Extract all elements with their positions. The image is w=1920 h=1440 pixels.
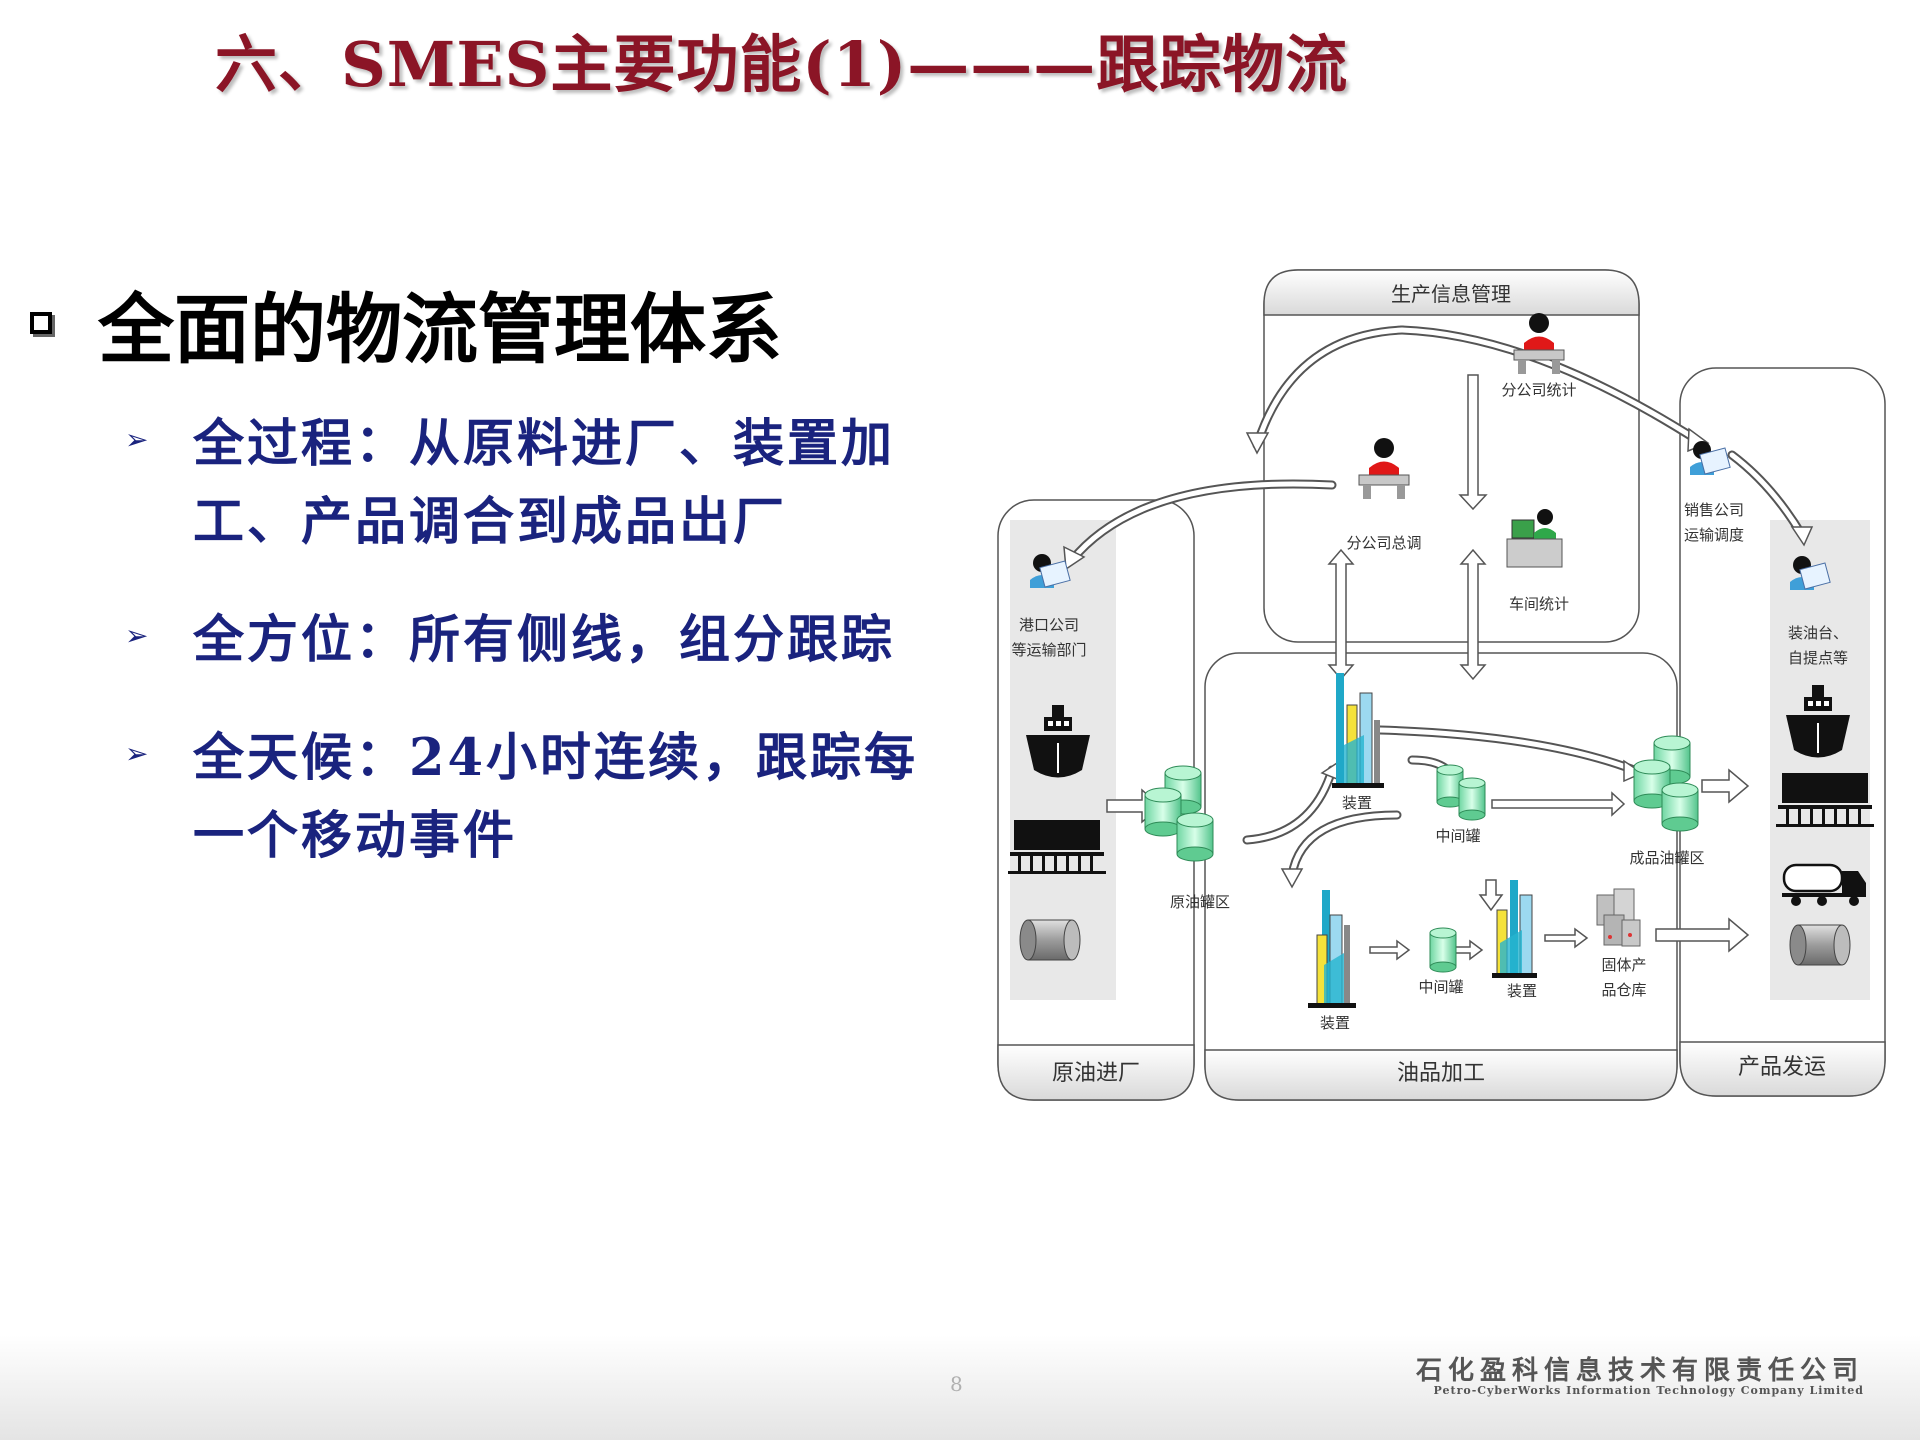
company-name-en: Petro-CyberWorks Information Technology … [1433,1384,1864,1397]
product-shipping-panel: 产品发运 [1679,367,1886,1097]
company-name-cn: 石化盈科信息技术有限责任公司 [1415,1356,1864,1386]
unit-top-label: 装置 [1342,794,1372,812]
arrow-bullet-icon: ➢ [125,423,149,456]
tanker-truck-icon [1782,863,1866,906]
arrowheads [1063,427,1814,889]
intermediate-tank-1-label: 中间罐 [1435,827,1480,845]
train-out-icon [1776,773,1874,827]
crude-in-label: 原油进厂 [1052,1061,1140,1086]
workshop-stats-person-icon [1506,509,1563,568]
slide-title: 六、SMES主要功能(1)———跟踪物流 [215,28,1349,101]
unit-bottom-mid-label: 装置 [1507,982,1537,1000]
oil-processing-label: 油品加工 [1397,1061,1485,1086]
port-label-1: 港口公司 [1019,616,1079,634]
loading-label-1: 装油台、 [1788,624,1848,642]
sub-bullet-item: ➢ 全方位：所有侧线，组分跟踪 [125,601,965,679]
intermediate-tank-2-label: 中间罐 [1418,978,1463,996]
port-person-icon [1030,554,1071,588]
unit-top-icon [1332,673,1384,788]
pipeline-out-icon [1789,924,1851,966]
sales-transport-label-1: 销售公司 [1684,501,1744,519]
finished-tank-area-icon [1633,735,1699,832]
logistics-diagram: 生产信息管理 原油进厂 油品加工 产品发运 [997,269,1886,1101]
crude-tank-area-label: 原油罐区 [1170,893,1230,911]
footer-bar [0,1335,1920,1440]
sub-bullet-list: ➢ 全过程：从原料进厂、装置加工、产品调合到成品出厂 ➢ 全方位：所有侧线，组分… [125,405,965,915]
crude-tank-area-icon [1144,765,1214,862]
pipeline-icon [1019,919,1081,961]
main-bullet-text: 全面的物流管理体系 [98,285,782,374]
branch-stats-label: 分公司统计 [1501,381,1576,399]
intermediate-tank-1-icon [1436,764,1486,821]
branch-stats-person-icon [1513,313,1565,374]
solid-warehouse-label-2: 品仓库 [1601,981,1646,999]
train-icon [1008,820,1106,874]
arrow-bullet-icon: ➢ [125,619,149,652]
main-bullet: 全面的物流管理体系 [30,268,782,378]
product-shipping-label: 产品发运 [1738,1055,1826,1080]
finished-tank-area-label: 成品油罐区 [1629,849,1704,867]
sub-bullet-text: 全天候：24小时连续，跟踪每一个移动事件 [193,728,918,866]
unit-bottom-left-label: 装置 [1320,1014,1350,1032]
loading-label-2: 自提点等 [1788,649,1848,667]
sales-transport-person-icon [1690,441,1731,475]
branch-dispatch-person-icon [1358,438,1410,499]
solid-warehouse-label-1: 固体产 [1601,956,1646,974]
sub-bullet-text: 全方位：所有侧线，组分跟踪 [193,610,896,670]
oil-processing-panel: 油品加工 [1204,652,1678,1101]
ship-icon [1026,705,1090,778]
sub-bullet-item: ➢ 全天候：24小时连续，跟踪每一个移动事件 [125,719,965,875]
production-info-label: 生产信息管理 [1391,282,1511,306]
ship-out-icon [1786,685,1850,758]
solid-warehouse-icon [1596,888,1641,947]
sales-transport-label-2: 运输调度 [1684,526,1744,544]
loading-point-person-icon [1790,556,1831,590]
arrow-bullet-icon: ➢ [125,737,149,770]
unit-bottom-left-icon [1308,890,1356,1008]
intermediate-tank-2-icon [1429,927,1457,973]
page-number: 8 [950,1372,963,1396]
sub-bullet-text: 全过程：从原料进厂、装置加工、产品调合到成品出厂 [193,414,896,552]
shipping-shaded-area [1770,520,1870,1000]
unit-bottom-mid-icon [1492,880,1537,978]
square-bullet-icon [30,312,52,334]
branch-dispatch-label: 分公司总调 [1346,534,1421,552]
port-label-2: 等运输部门 [1011,641,1086,659]
workshop-stats-label: 车间统计 [1509,595,1569,613]
sub-bullet-item: ➢ 全过程：从原料进厂、装置加工、产品调合到成品出厂 [125,405,965,561]
production-info-panel: 生产信息管理 [1263,269,1640,643]
